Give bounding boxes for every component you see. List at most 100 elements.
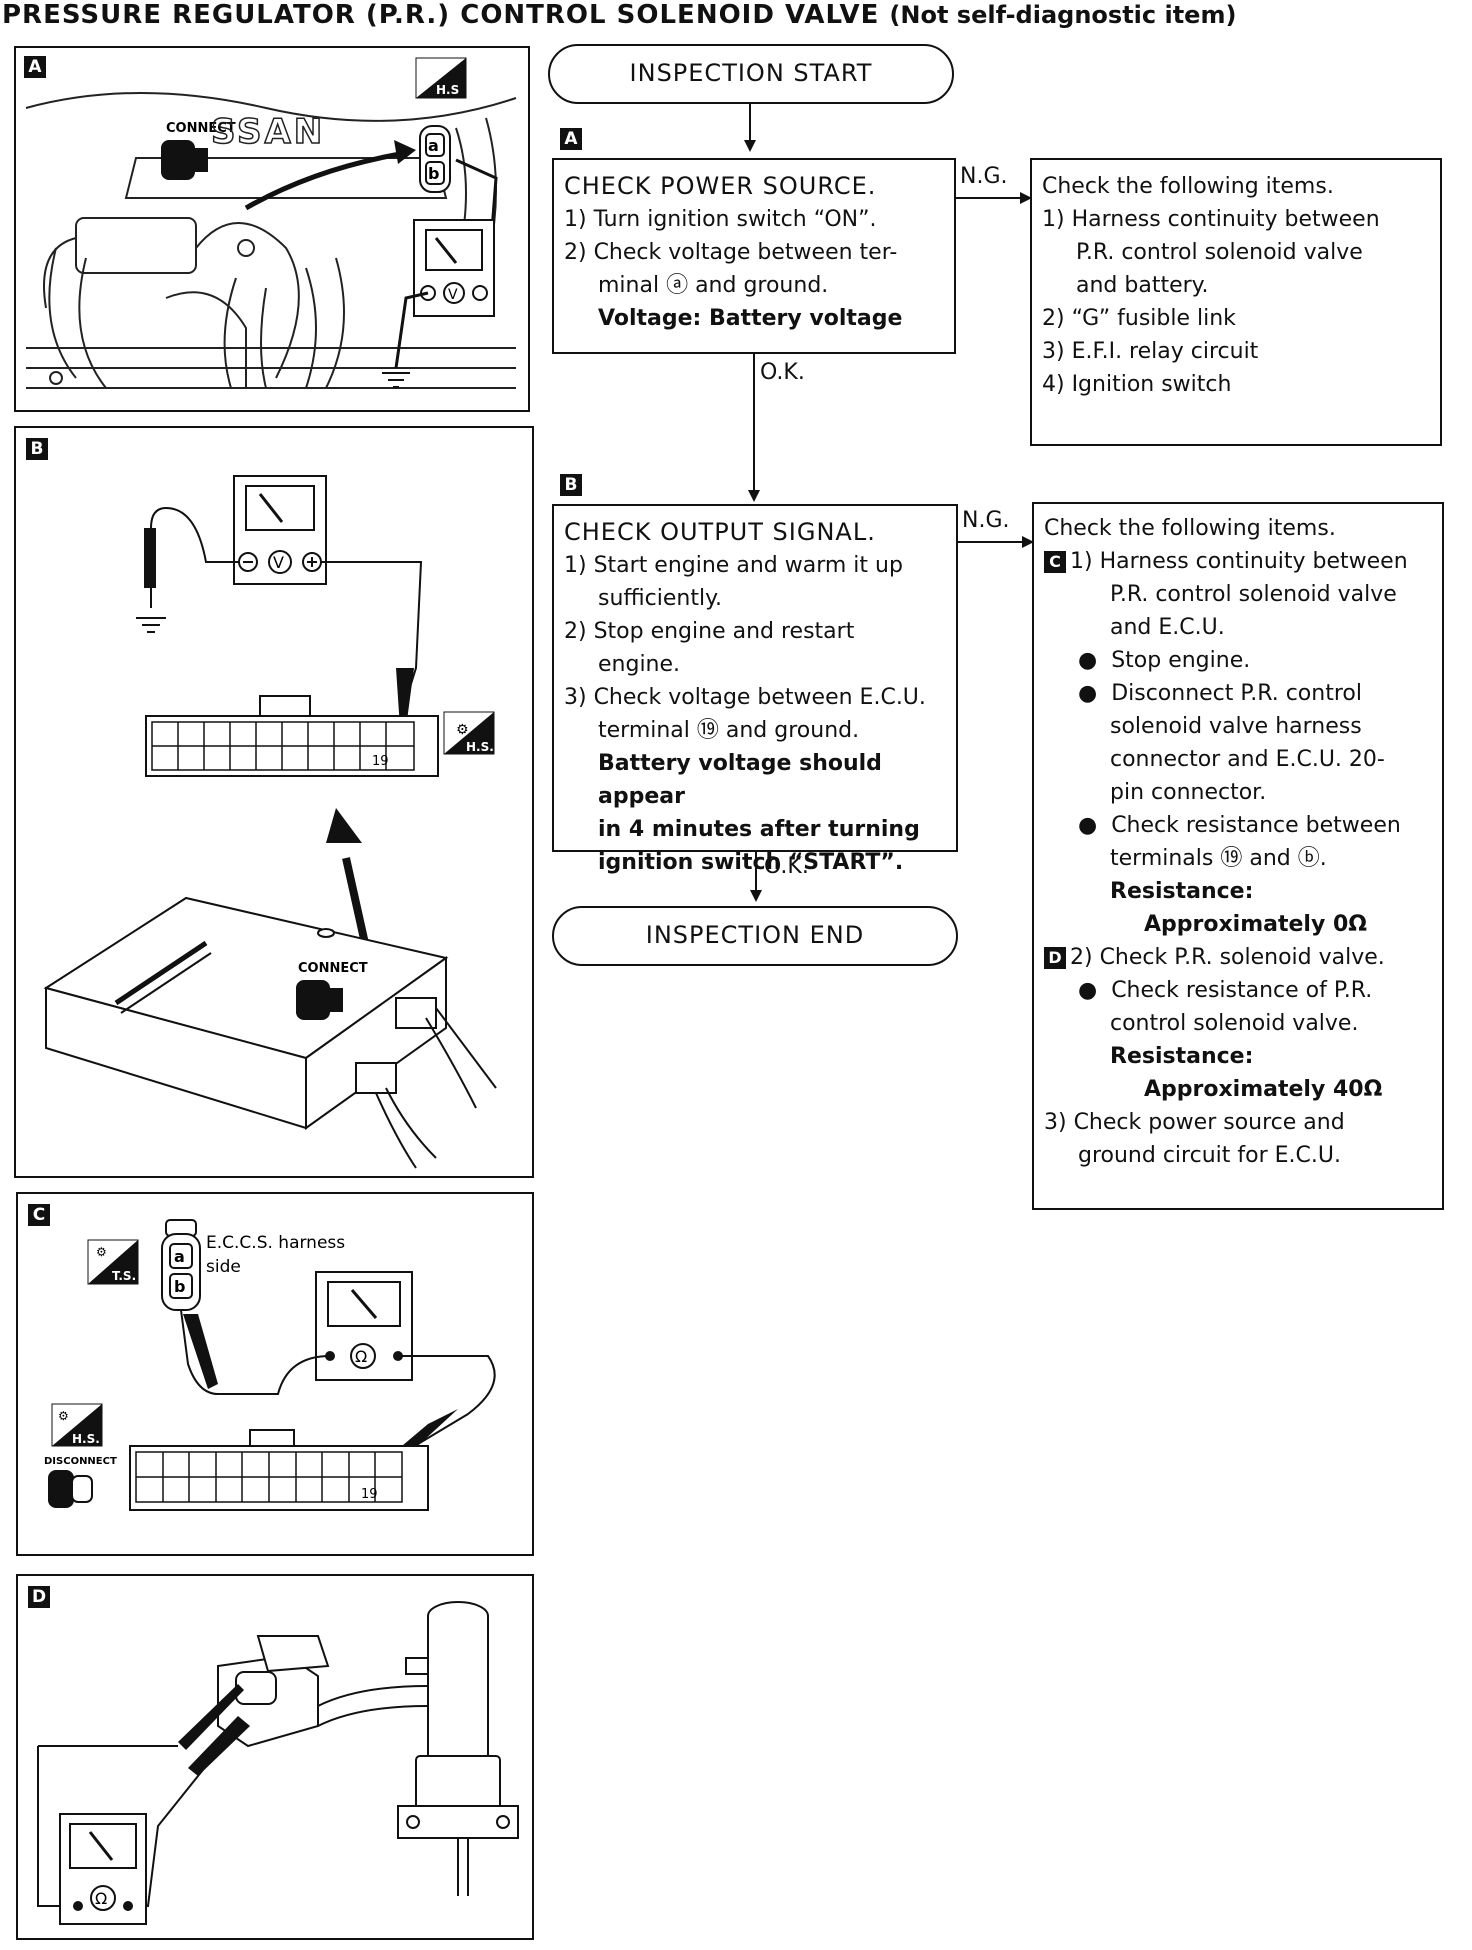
ng-b-line-8: pin connector. [1110,780,1267,805]
title-subtitle: (Not self-diagnostic item) [889,1,1237,29]
voltmeter-icon: V [413,219,495,317]
step-b-line-5: 3) Check voltage between E.C.U. [564,685,926,710]
flow-arrow-ng-b [958,536,1034,548]
ng-b-line-13: 2) Check P.R. solenoid valve. [1070,945,1385,970]
svg-text:H.S.: H.S. [72,1432,100,1446]
step-b-line-3: 2) Stop engine and restart [564,619,855,644]
svg-text:⚙: ⚙ [456,722,469,738]
ng-b-heading: Check the following items. [1044,516,1336,541]
step-a-label: A [560,128,582,150]
ts-badge-icon: ⚙ T.S. [87,1239,139,1285]
svg-text:b: b [174,1277,185,1296]
ng-a-line-1: 1) Harness continuity between [1042,207,1380,232]
ng-a-line-2: P.R. control solenoid valve [1076,240,1363,265]
ng-a-label: N.G. [960,164,1008,189]
panel-b-illustration: B V [14,426,534,1178]
ng-b-line-17: Approximately 40Ω [1144,1077,1383,1102]
flow-arrow-ok-a [748,354,760,502]
inspection-start-pill: INSPECTION START [548,44,954,104]
disconnect-plug-icon [48,1470,93,1508]
flow-arrow-ng-a [956,192,1032,204]
panel-c-illustration: C ⚙ T.S. a b E.C.C.S. harness side Ω [16,1192,534,1556]
step-b-heading: CHECK OUTPUT SIGNAL. [564,518,876,546]
svg-text:b: b [428,164,439,183]
connect-plug-icon [161,140,208,180]
step-b-line-6: terminal ⑲ and ground. [598,718,860,743]
svg-text:V: V [448,287,458,303]
check-power-source-box: CHECK POWER SOURCE. 1) Turn ignition swi… [552,158,956,354]
panel-d-label: D [28,1586,50,1608]
ohmmeter-icon: Ω [59,1813,147,1925]
ng-b-line-12: Approximately 0Ω [1144,912,1367,937]
engine-bay-drawing: CONNECT SSAN a b V [25,57,517,389]
disconnect-caption: DISCONNECT [44,1456,117,1467]
title-main: PRESSURE REGULATOR (P.R.) CONTROL SOLENO… [2,0,880,30]
svg-text:T.S.: T.S. [112,1269,136,1283]
bullet-icon: ● [1078,648,1112,673]
ng-b-line-18: 3) Check power source and [1044,1110,1345,1135]
connector-a-b-icon: a b [161,1219,201,1311]
step-a-line-2: 2) Check voltage between ter- [564,240,898,265]
hs-badge-icon: ⚙ H.S. [51,1403,103,1447]
step-b-line-2: sufficiently. [598,586,722,611]
ng-b-line-2: P.R. control solenoid valve [1110,582,1397,607]
ng-b-label: N.G. [962,508,1010,533]
svg-text:a: a [174,1247,185,1266]
svg-text:V: V [273,553,284,572]
svg-text:Ω: Ω [95,1889,107,1908]
ng-b-line-3: and E.C.U. [1110,615,1225,640]
solenoid-valve-body [317,1601,519,1896]
panel-a-illustration: A CONNECT SSAN a b [14,46,530,412]
ng-b-line-6: solenoid valve harness [1110,714,1362,739]
ecu-unit-drawing [43,896,497,1169]
pin-19-label: 19 [372,754,389,769]
panel-b-label: B [26,438,48,460]
ng-a-line-4: 2) “G” fusible link [1042,306,1236,331]
step-b-line-4: engine. [598,652,681,677]
inspection-end-pill: INSPECTION END [552,906,958,966]
connect-plug-icon [296,980,343,1020]
ng-a-line-3: and battery. [1076,273,1209,298]
ohmmeter-icon: Ω [315,1271,413,1381]
step-a-line-4: Voltage: Battery voltage [598,306,903,331]
ng-b-line-15: control solenoid valve. [1110,1011,1359,1036]
hs-badge-icon: ⚙ H.S. [443,711,495,755]
voltmeter-icon: V [233,475,327,585]
ng-b-line-1: 1) Harness continuity between [1070,549,1408,574]
pointer-arrow [244,150,407,211]
svg-text:a: a [428,136,439,155]
ng-b-line-19: ground circuit for E.C.U. [1078,1143,1341,1168]
bullet-icon: ● [1078,681,1112,706]
step-b-line-9: ignition switch “START”. [598,850,904,875]
step-b-line-7: Battery voltage should appear [598,751,882,809]
svg-text:H.S.: H.S. [466,740,494,754]
step-a-line-3: minal ⓐ and ground. [598,273,829,298]
ng-a-heading: Check the following items. [1042,174,1334,199]
connect-caption: CONNECT [298,961,368,976]
svg-text:H.S: H.S [436,83,459,97]
harness-resistance-drawing: ⚙ T.S. a b E.C.C.S. harness side Ω [44,1219,496,1511]
ok-a-label: O.K. [760,360,805,385]
hs-badge-icon: H.S [415,57,467,99]
svg-text:⚙: ⚙ [96,1245,107,1259]
step-a-line-1: 1) Turn ignition switch “ON”. [564,207,877,232]
svg-text:Ω: Ω [355,1347,367,1366]
ecu-20-pin-connector: 19 [145,695,439,777]
step-b-line-8: in 4 minutes after turning [598,817,920,842]
ecu-connector-drawing: V 19 [43,475,497,1169]
panel-a-label: A [24,56,46,78]
ok-b-label: O.K. [764,854,809,879]
ng-b-d-label: D [1044,947,1066,969]
solenoid-valve-drawing: Ω [37,1601,519,1925]
ng-a-line-5: 3) E.F.I. relay circuit [1042,339,1259,364]
flow-arrow-ok-b [750,852,762,902]
check-output-signal-box: CHECK OUTPUT SIGNAL. 1) Start engine and… [552,504,958,875]
engine-brand-lettering: SSAN [211,112,325,152]
svg-text:⚙: ⚙ [58,1409,69,1423]
ng-a-check-items-box: Check the following items. 1) Harness co… [1030,158,1442,446]
panel-c-label: C [28,1204,50,1226]
harness-side-caption-1: E.C.C.S. harness [206,1233,345,1253]
step-a-heading: CHECK POWER SOURCE. [564,172,877,200]
ng-b-line-7: connector and E.C.U. 20- [1110,747,1385,772]
